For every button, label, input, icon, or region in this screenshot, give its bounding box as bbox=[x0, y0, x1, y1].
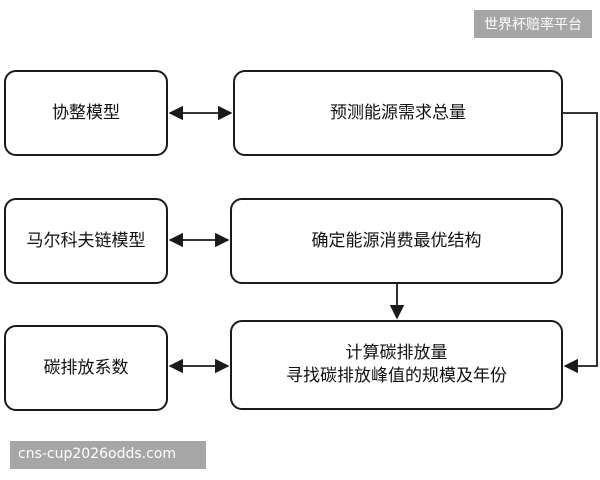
node-markov-chain-model: 马尔科夫链模型 bbox=[4, 198, 168, 284]
watermark-bottom: cns-cup2026odds.com bbox=[10, 441, 206, 469]
node-carbon-emission-peak: 计算碳排放量 寻找碳排放峰值的规模及年份 bbox=[230, 320, 563, 410]
node-label-line-1: 计算碳排放量 bbox=[345, 343, 448, 364]
node-forecast-energy-demand: 预测能源需求总量 bbox=[233, 70, 563, 156]
node-label-line-2: 寻找碳排放峰值的规模及年份 bbox=[286, 366, 507, 386]
node-label: 马尔科夫链模型 bbox=[26, 230, 146, 251]
node-label: 预测能源需求总量 bbox=[330, 102, 466, 123]
node-label: 碳排放系数 bbox=[43, 357, 129, 378]
node-label: 协整模型 bbox=[52, 102, 120, 123]
node-label: 确定能源消费最优结构 bbox=[311, 230, 482, 251]
node-cointegration-model: 协整模型 bbox=[4, 70, 168, 156]
node-carbon-emission-coefficient: 碳排放系数 bbox=[4, 325, 168, 411]
watermark-top: 世界杯赔率平台 bbox=[474, 10, 592, 38]
edge-right1-right3 bbox=[563, 112, 598, 374]
node-optimal-energy-structure: 确定能源消费最优结构 bbox=[230, 198, 563, 284]
